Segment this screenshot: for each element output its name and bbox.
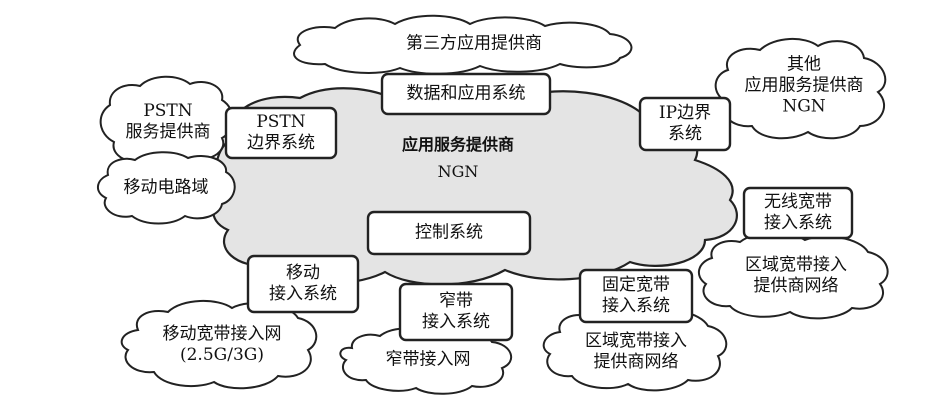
ngn-title-line2: NGN bbox=[437, 162, 479, 181]
label-narrow-access-line1: 窄带 bbox=[439, 291, 473, 311]
label-regional-right: 区域宽带接入 提供商网络 bbox=[745, 255, 847, 297]
label-pstn-edge-line1: PSTN bbox=[256, 112, 306, 132]
label-mobile-circuit: 移动电路域 bbox=[123, 177, 209, 198]
label-other-ngn-line3: NGN bbox=[782, 96, 826, 117]
label-regional-bottom: 区域宽带接入 提供商网络 bbox=[585, 331, 687, 373]
label-mobile-broadband-line1: 移动宽带接入网 bbox=[162, 324, 282, 344]
label-regional-right-line1: 区域宽带接入 bbox=[745, 255, 847, 275]
ngn-title: 应用服务提供商 NGN bbox=[402, 134, 514, 182]
cloud-mobile-circuit bbox=[97, 151, 236, 225]
label-other-ngn-line1: 其他 bbox=[787, 54, 821, 75]
label-wireless-line1: 无线宽带 bbox=[764, 192, 832, 212]
label-fixed-access: 固定宽带 接入系统 bbox=[602, 275, 670, 317]
label-wireless: 无线宽带 接入系统 bbox=[764, 192, 832, 234]
label-pstn-provider-line1: PSTN bbox=[143, 101, 193, 121]
label-mobile-access-line1: 移动 bbox=[286, 263, 320, 283]
label-regional-right-line2: 提供商网络 bbox=[753, 276, 839, 296]
label-pstn-edge-line2: 边界系统 bbox=[247, 133, 315, 153]
box-data-app bbox=[380, 72, 552, 116]
box-wireless bbox=[742, 186, 854, 240]
label-fixed-access-line2: 接入系统 bbox=[602, 296, 670, 316]
label-ip-edge: IP边界 系统 bbox=[659, 103, 711, 145]
label-narrow-access-line2: 接入系统 bbox=[422, 312, 490, 332]
label-fixed-access-line1: 固定宽带 bbox=[602, 275, 670, 295]
cloud-pstn-provider bbox=[99, 75, 234, 169]
box-fixed bbox=[578, 268, 694, 324]
label-narrowband-net: 窄带接入网 bbox=[385, 349, 471, 370]
label-regional-bottom-line1: 区域宽带接入 bbox=[585, 331, 687, 351]
label-regional-bottom-line2: 提供商网络 bbox=[593, 352, 679, 372]
label-pstn-edge: PSTN 边界系统 bbox=[247, 112, 315, 154]
box-pstn-edge bbox=[224, 106, 338, 160]
label-wireless-line2: 接入系统 bbox=[764, 213, 832, 233]
label-other-ngn-line2: 应用服务提供商 bbox=[744, 75, 864, 96]
box-narrow bbox=[398, 282, 514, 342]
label-narrow-access: 窄带 接入系统 bbox=[422, 291, 490, 333]
label-mobile-access: 移动 接入系统 bbox=[269, 263, 337, 305]
cloud-mobile-broadband bbox=[120, 299, 318, 390]
label-third-party: 第三方应用提供商 bbox=[406, 33, 542, 54]
label-ip-edge-line1: IP边界 bbox=[658, 103, 712, 123]
label-mobile-access-line2: 接入系统 bbox=[269, 284, 337, 304]
label-pstn-provider-line2: 服务提供商 bbox=[125, 122, 211, 142]
label-other-ngn: 其他 应用服务提供商 NGN bbox=[745, 55, 864, 118]
label-ip-edge-line2: 系统 bbox=[668, 124, 702, 144]
label-mobile-broadband-line2: (2.5G/3G) bbox=[179, 345, 264, 365]
ngn-title-line1: 应用服务提供商 bbox=[401, 135, 515, 154]
box-mobile-access bbox=[246, 254, 360, 314]
label-mobile-broadband: 移动宽带接入网 (2.5G/3G) bbox=[163, 324, 282, 366]
cloud-third-party bbox=[293, 14, 633, 75]
label-control: 控制系统 bbox=[415, 222, 483, 243]
box-control bbox=[366, 210, 532, 256]
box-ip-edge bbox=[638, 96, 732, 152]
label-data-app: 数据和应用系统 bbox=[406, 83, 526, 104]
label-pstn-provider: PSTN 服务提供商 bbox=[126, 101, 211, 143]
